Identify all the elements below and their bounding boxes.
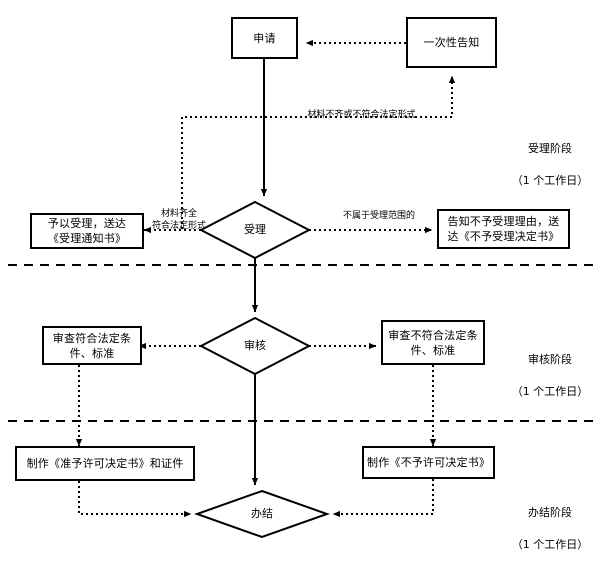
node-one-time-notice[interactable]: 一次性告知 bbox=[406, 17, 497, 68]
node-permit-deny[interactable]: 制作《不予许可决定书》 bbox=[362, 446, 495, 479]
complete-diamond bbox=[194, 489, 330, 539]
stage-label-completion-duration: （1 个工作日） bbox=[511, 538, 589, 551]
node-permit-deny-label: 制作《不予许可决定书》 bbox=[367, 456, 491, 469]
node-apply[interactable]: 申请 bbox=[231, 17, 298, 59]
stage-label-completion-name: 办结阶段 bbox=[528, 506, 572, 519]
edge-accept-to-notice bbox=[181, 75, 456, 231]
node-permit-grant[interactable]: 制作《准予许可决定书》和证件 bbox=[15, 446, 195, 481]
review-decision-diamond bbox=[198, 316, 312, 376]
stage-label-review-name: 审核阶段 bbox=[528, 353, 572, 366]
edge-label-materials-complete: 材料齐全 符合法定形式 bbox=[138, 196, 220, 232]
node-review-fail-label: 审查不符合法定条 件、标准 bbox=[388, 328, 478, 357]
node-review-pass[interactable]: 审查符合法定条 件、标准 bbox=[42, 326, 142, 365]
node-accept-no-label: 告知不予受理理由，送 达《不予受理决定书》 bbox=[447, 215, 560, 243]
edge-grant-to-complete bbox=[78, 481, 192, 518]
node-accept-yes[interactable]: 予以受理，送达 《受理通知书》 bbox=[30, 213, 144, 249]
edge-label-out-of-scope: 不属于受理范围的 bbox=[329, 198, 429, 222]
edge-label-out-of-scope-text: 不属于受理范围的 bbox=[342, 211, 415, 221]
node-one-time-notice-label: 一次性告知 bbox=[423, 36, 480, 49]
stage-label-review-duration: （1 个工作日） bbox=[511, 385, 589, 398]
edge-label-incomplete-materials-text: 材料不齐或不符合法定形式 bbox=[307, 110, 416, 120]
node-accept-yes-label: 予以受理，送达 《受理通知书》 bbox=[47, 217, 127, 245]
edge-label-materials-complete-text: 材料齐全 符合法定形式 bbox=[151, 209, 206, 231]
node-permit-grant-label: 制作《准予许可决定书》和证件 bbox=[26, 457, 184, 470]
node-accept-no[interactable]: 告知不予受理理由，送 达《不予受理决定书》 bbox=[437, 209, 570, 249]
stage-label-completion: 办结阶段 （1 个工作日） bbox=[500, 489, 600, 553]
node-review-pass-label: 审查符合法定条 件、标准 bbox=[52, 331, 132, 360]
node-apply-label: 申请 bbox=[253, 31, 276, 45]
node-review-fail[interactable]: 审查不符合法定条 件、标准 bbox=[381, 320, 485, 365]
stage-label-acceptance-name: 受理阶段 bbox=[528, 142, 572, 155]
edge-label-incomplete-materials: 材料不齐或不符合法定形式 bbox=[279, 97, 444, 121]
stage-label-acceptance-duration: （1 个工作日） bbox=[511, 174, 589, 187]
stage-label-review: 审核阶段 （1 个工作日） bbox=[500, 336, 600, 400]
stage-label-acceptance: 受理阶段 （1 个工作日） bbox=[500, 125, 600, 189]
edge-deny-to-complete bbox=[332, 479, 434, 518]
